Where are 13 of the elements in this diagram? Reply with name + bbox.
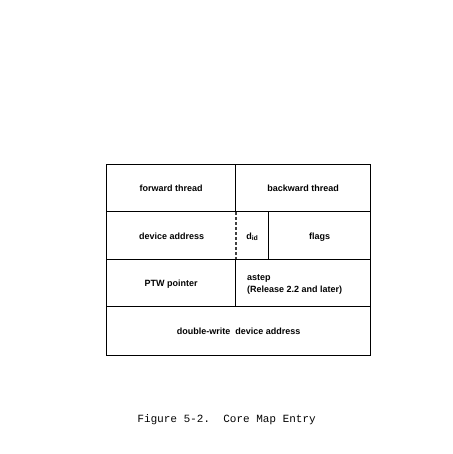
cell-text: forward thread — [139, 182, 202, 194]
cell-text: (Release 2.2 and later) — [247, 283, 342, 295]
cell-text: flags — [308, 230, 330, 242]
figure-caption: Figure 5-2. Core Map Entry — [136, 413, 317, 428]
cell-text: double-write device address — [176, 325, 300, 337]
cell-text: astep — [247, 271, 271, 283]
table-cell — [236, 212, 269, 260]
cell-text: PTW pointer — [144, 277, 198, 289]
table-cell — [107, 260, 236, 307]
cell-text: device address — [138, 230, 204, 242]
cell-text: backward thread — [267, 182, 339, 194]
table-cell — [107, 212, 236, 260]
table-cell — [107, 165, 236, 212]
